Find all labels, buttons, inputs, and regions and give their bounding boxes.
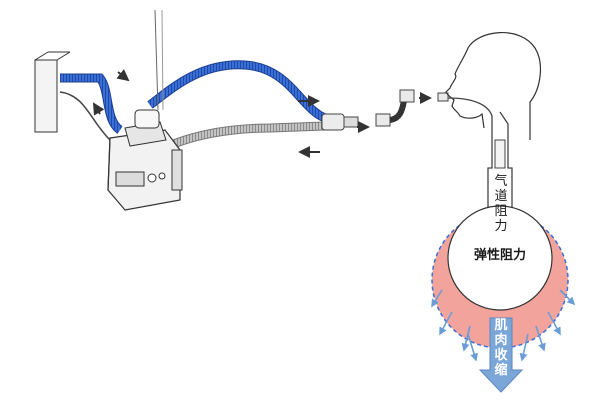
elastic-resistance-label: 弹性阻力	[473, 248, 526, 263]
mouth-adapter	[437, 92, 449, 102]
y-piece-connector	[321, 113, 359, 131]
airway-resistance-label: 气道阻力	[494, 174, 508, 234]
ventilator-humidifier	[107, 109, 183, 211]
muscle-contraction-arrow	[478, 317, 524, 393]
patient-head-outline	[445, 32, 542, 140]
wall-gas-outlet	[34, 51, 71, 133]
flow-arrow	[116, 69, 130, 82]
filter-connector	[375, 89, 415, 127]
muscle-contraction-label: 肌肉收缩	[494, 318, 508, 378]
expansion-arrows	[431, 289, 576, 362]
airway-pathway	[447, 97, 513, 240]
flow-arrow	[92, 102, 105, 116]
lung-model	[431, 205, 569, 349]
